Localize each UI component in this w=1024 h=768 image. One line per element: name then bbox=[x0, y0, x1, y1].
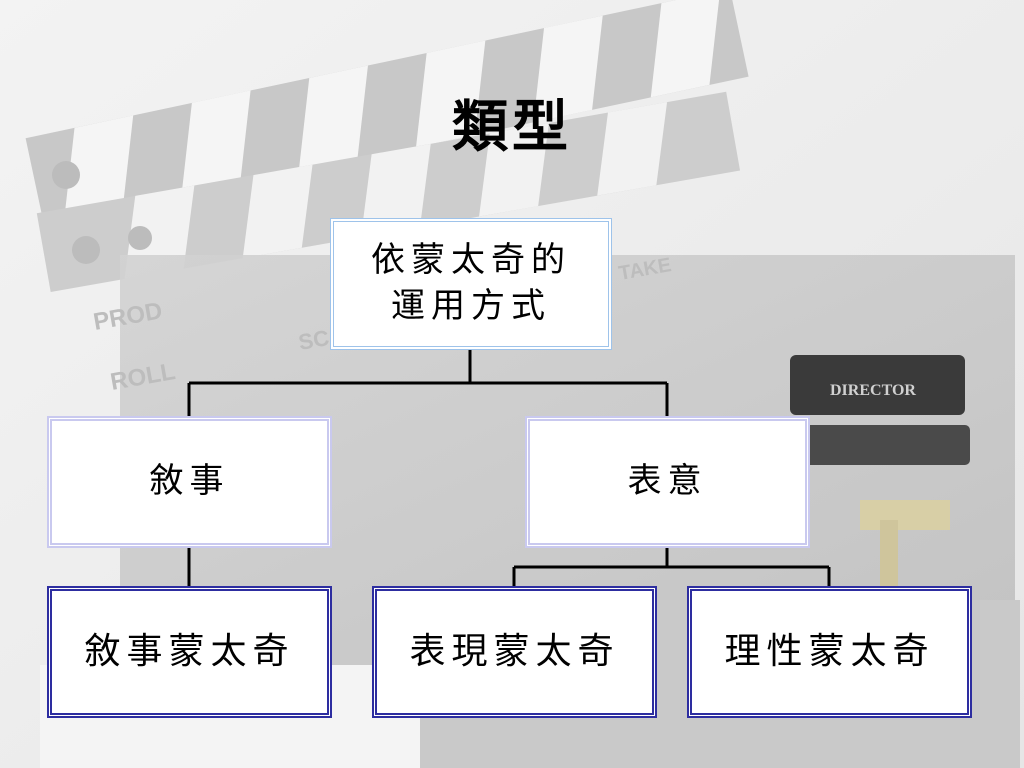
director-label: DIRECTOR bbox=[830, 382, 916, 399]
leaf-node-narrative-montage: 敘事蒙太奇 bbox=[47, 586, 332, 718]
root-node: 依蒙太奇的 運用方式 bbox=[330, 218, 612, 350]
leaf-node-label: 表現蒙太奇 bbox=[409, 630, 620, 672]
branch-node-narrative: 敘事 bbox=[47, 416, 332, 548]
branch-node-label: 敘事 bbox=[149, 461, 230, 502]
scene-label: SC bbox=[297, 325, 332, 355]
clapper-stick bbox=[25, 0, 749, 227]
leaf-node-label: 理性蒙太奇 bbox=[724, 630, 935, 672]
branch-node-expressive: 表意 bbox=[525, 416, 810, 548]
root-node-line2: 運用方式 bbox=[391, 286, 551, 326]
leaf-node-label: 敘事蒙太奇 bbox=[84, 630, 295, 672]
leaf-node-intellectual-montage: 理性蒙太奇 bbox=[687, 586, 972, 718]
slide-title: 類型 bbox=[452, 94, 572, 160]
branch-node-label: 表意 bbox=[627, 461, 708, 502]
leaf-node-expressive-montage: 表現蒙太奇 bbox=[372, 586, 657, 718]
root-node-line1: 依蒙太奇的 bbox=[371, 240, 571, 281]
